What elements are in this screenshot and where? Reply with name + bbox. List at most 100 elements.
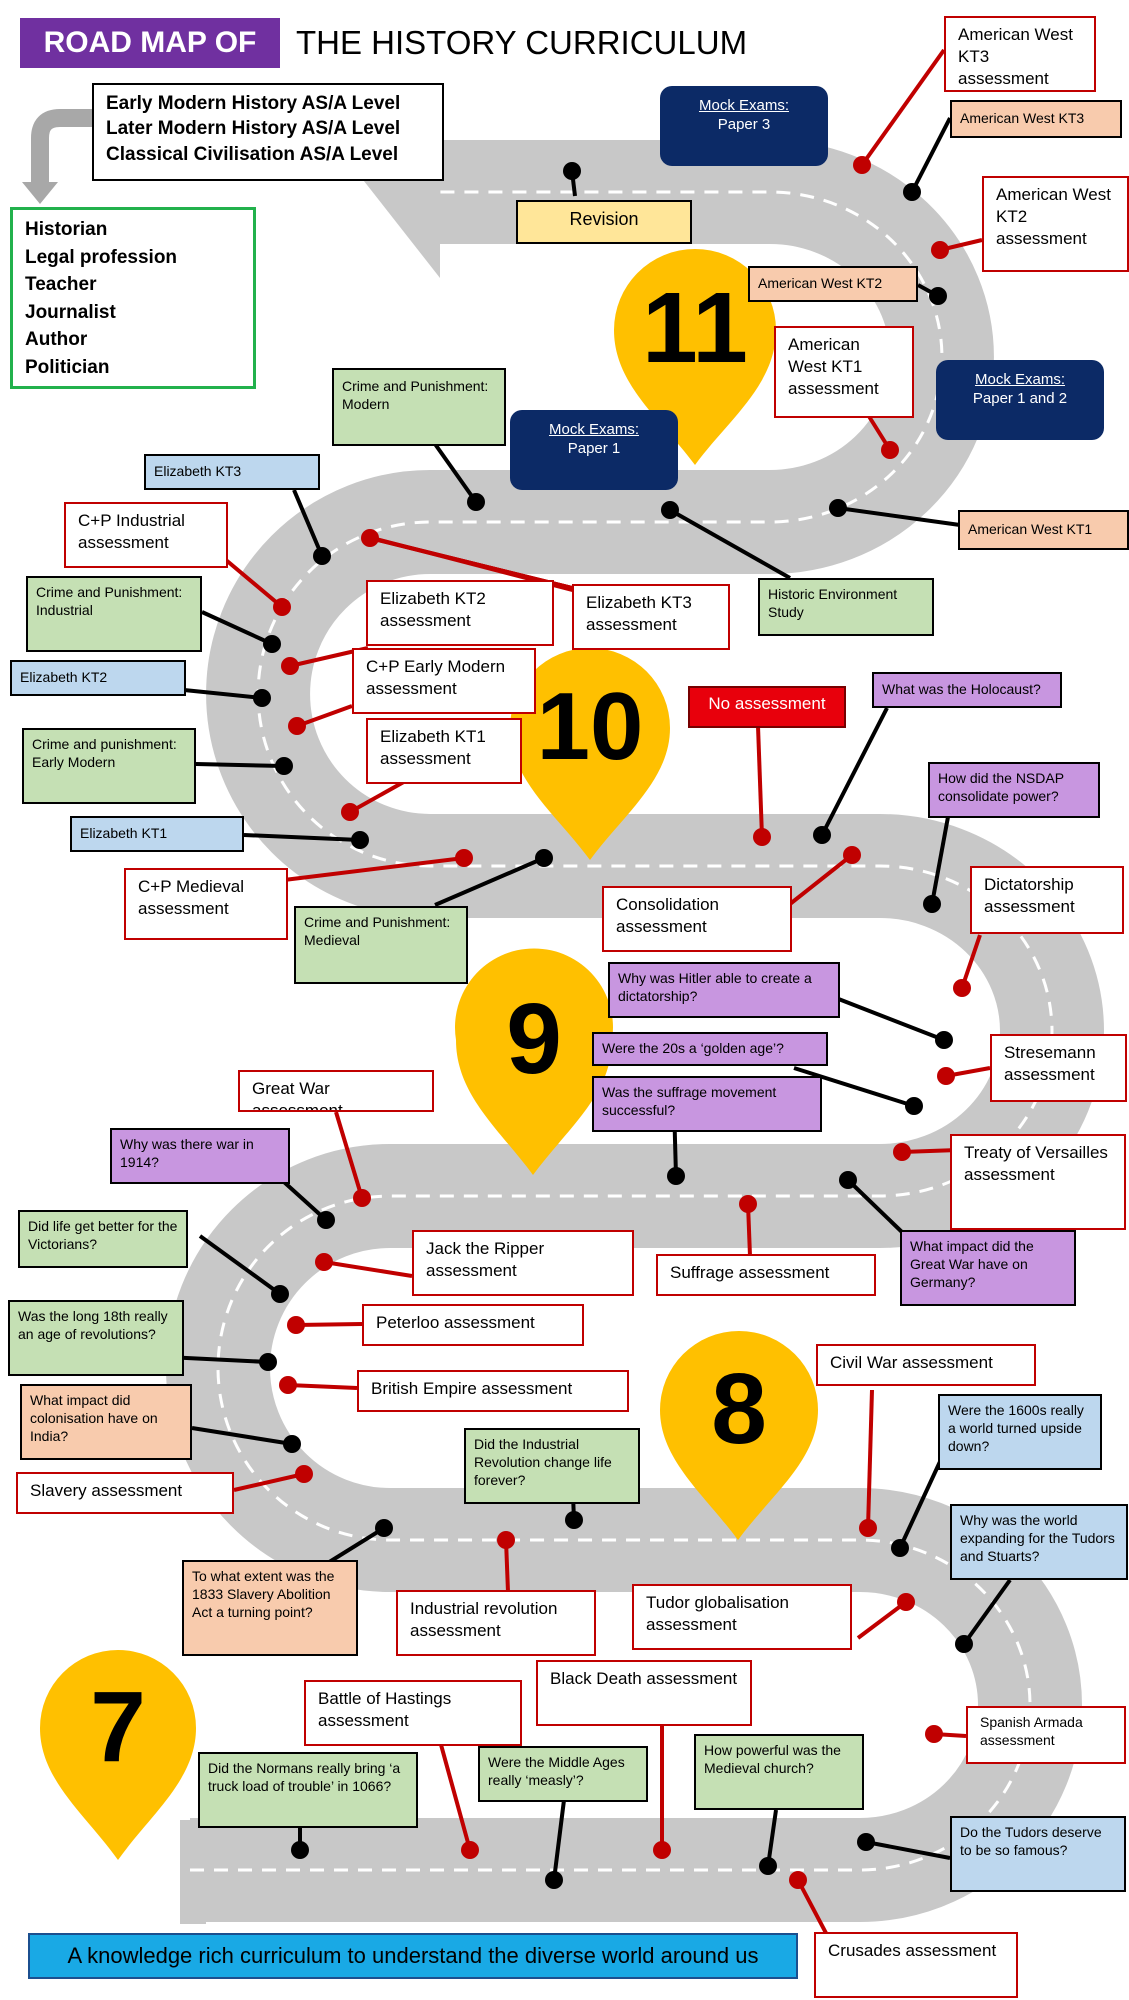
mock-exams-label: Mock Exams: (548, 421, 639, 438)
dot (789, 1871, 807, 1889)
road-marking (190, 190, 1054, 1872)
cp-early-modern-assessment: C+P Early Modern assessment (352, 648, 536, 714)
dot (351, 831, 369, 849)
dot (341, 803, 359, 821)
war-1914-question: Why was there war in 1914? (110, 1128, 290, 1184)
aw-kt1: American West KT1 (958, 510, 1129, 550)
dot (287, 1316, 305, 1334)
no-assessment: No assessment (688, 686, 846, 728)
milestone-dots (253, 156, 973, 1889)
title-tag: ROAD MAP OF (20, 18, 280, 68)
peterloo-assessment: Peterloo assessment (362, 1304, 584, 1346)
connector (323, 1260, 413, 1278)
revision-box: Revision (516, 200, 692, 244)
dot (563, 162, 581, 180)
dot (881, 441, 899, 459)
cp-early-modern: Crime and punishment: Early Modern (22, 728, 196, 804)
connector (218, 553, 284, 609)
connector (793, 1066, 915, 1108)
holocaust-question: What was the Holocaust? (872, 672, 1062, 708)
connector (243, 833, 361, 842)
dot (759, 1857, 777, 1875)
course-item: Later Modern History AS/A Level (106, 118, 401, 140)
industrial-revolution-question: Did the Industrial Revolution change lif… (464, 1428, 640, 1504)
dot (893, 1143, 911, 1161)
connector (233, 1472, 305, 1492)
great-war-assessment: Great War assessment (238, 1070, 434, 1112)
historic-environment: Historic Environment Study (758, 578, 934, 636)
golden-age-question: Were the 20s a ‘golden age’? (592, 1032, 828, 1066)
suffrage-assessment: Suffrage assessment (656, 1254, 876, 1296)
dot (281, 657, 299, 675)
connector (856, 1600, 908, 1640)
dot (925, 1725, 943, 1743)
nsdap-question: How did the NSDAP consolidate power? (928, 762, 1100, 818)
medieval-church-question: How powerful was the Medieval church? (694, 1734, 864, 1810)
dot (937, 1067, 955, 1085)
jack-the-ripper-assessment: Jack the Ripper assessment (412, 1230, 634, 1296)
industrial-revolution-assessment: Industrial revolution assessment (396, 1590, 596, 1656)
dot (271, 1285, 289, 1303)
dot (903, 183, 921, 201)
elizabeth-kt1: Elizabeth KT1 (70, 816, 244, 852)
suffrage-question: Was the suffrage movement successful? (592, 1076, 822, 1132)
connector (865, 1840, 951, 1860)
course-item: Early Modern History AS/A Level (106, 93, 401, 114)
connector (866, 1389, 874, 1529)
dot (283, 1435, 301, 1453)
dot (661, 501, 679, 519)
footer-banner: A knowledge rich curriculum to understan… (28, 1933, 798, 1979)
pin-year-8 (660, 1331, 818, 1540)
dot (467, 493, 485, 511)
victorians-question: Did life get better for the Victorians? (18, 1210, 188, 1268)
dot (853, 156, 871, 174)
mock-exams-paper-3: Mock Exams: Paper 3 (660, 86, 828, 166)
elizabeth-kt3-assessment: Elizabeth KT3 assessment (572, 584, 730, 650)
dot (361, 529, 379, 547)
dot (859, 1519, 877, 1537)
connector (201, 610, 273, 646)
connector (552, 1799, 566, 1881)
dot (253, 689, 271, 707)
cp-industrial: Crime and Punishment: Industrial (26, 576, 202, 652)
great-war-impact-question: What impact did the Great War have on Ge… (900, 1230, 1076, 1306)
connector (195, 762, 285, 768)
year-10-number: 10 (536, 673, 644, 780)
cp-modern: Crime and Punishment: Modern (332, 368, 506, 446)
dot (317, 1211, 335, 1229)
dot (955, 1635, 973, 1653)
mock-exams-sub: Paper 3 (717, 116, 771, 134)
mock-exams-paper-1: Mock Exams: Paper 1 (510, 410, 678, 490)
dot (263, 635, 281, 653)
hitler-question: Why was Hitler able to create a dictator… (608, 962, 840, 1018)
connector (846, 1178, 906, 1236)
dot (565, 1511, 583, 1529)
dot (839, 1171, 857, 1189)
elizabeth-kt2: Elizabeth KT2 (10, 660, 186, 696)
dot (259, 1353, 277, 1371)
year-9-number: 9 (506, 983, 562, 1095)
crusades-assessment: Crusades assessment (814, 1932, 1018, 1998)
connector (287, 1383, 358, 1390)
dot (905, 1097, 923, 1115)
dot (288, 717, 306, 735)
dot (461, 1841, 479, 1859)
mock-exams-sub: Paper 1 (567, 440, 621, 458)
normans-question: Did the Normans really bring ‘a truck lo… (198, 1752, 418, 1828)
career-item: Politician (25, 356, 110, 378)
dot (667, 1167, 685, 1185)
dot (923, 895, 941, 913)
pin-year-7 (40, 1650, 196, 1860)
year-pins (40, 249, 818, 1860)
connector (962, 1578, 1012, 1646)
pin-year-10 (510, 648, 670, 860)
versailles-assessment: Treaty of Versailles assessment (950, 1134, 1126, 1230)
british-empire-assessment: British Empire assessment (357, 1370, 629, 1412)
connector (292, 489, 324, 557)
dot (545, 1871, 563, 1889)
dot (857, 1833, 875, 1851)
careers-box: Historian Legal profession Teacher Journ… (10, 207, 256, 389)
consolidation-assessment: Consolidation assessment (602, 886, 792, 952)
dot (813, 826, 831, 844)
